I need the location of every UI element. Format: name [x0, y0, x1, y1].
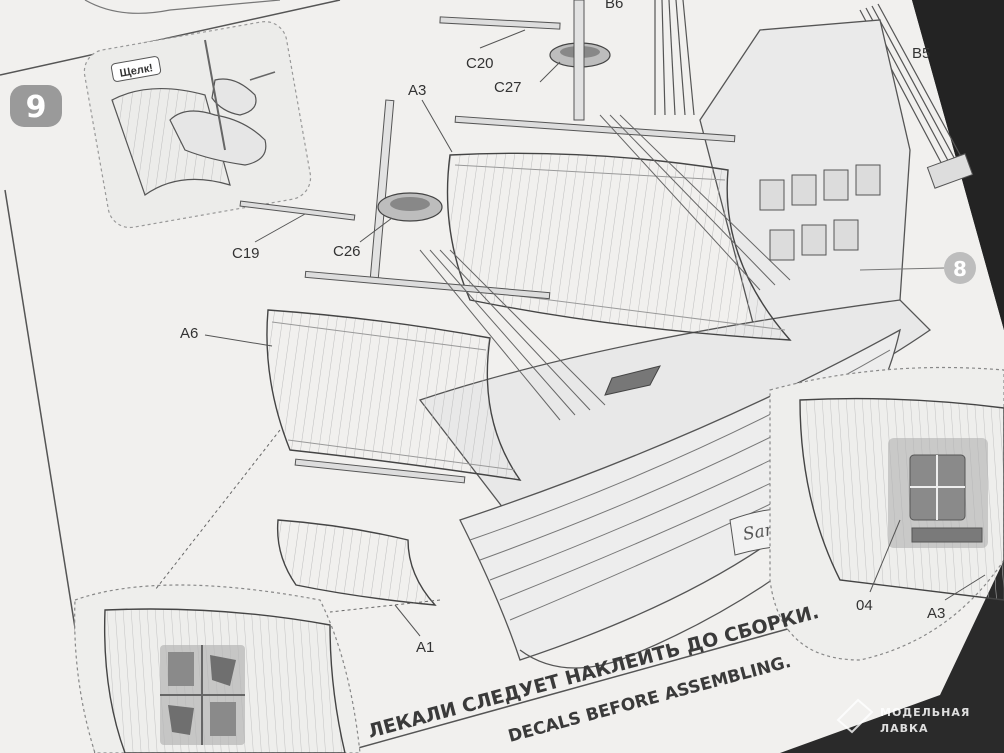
leader-a3-inset [944, 574, 986, 601]
label-decal-04: 04 [856, 597, 873, 614]
svg-text:МОДЕЛЬНАЯ: МОДЕЛЬНАЯ [880, 706, 970, 719]
leader-a1 [394, 604, 421, 637]
leader-a6 [204, 334, 273, 347]
leader-c26 [359, 217, 393, 243]
rigging-fore [419, 114, 791, 421]
label-a3-inset: A3 [927, 605, 945, 622]
rigging-shrouds-top [654, 0, 695, 116]
watermark-logo: МОДЕЛЬНАЯ ЛАВКА [836, 698, 970, 735]
step-badge-8: 8 [859, 252, 976, 284]
label-b6: B6 [605, 0, 623, 12]
previous-step-fragment [84, 0, 281, 14]
deadeye-plank-b5 [926, 153, 974, 189]
label-a3-top: A3 [408, 82, 426, 99]
step-frame-bottom [339, 619, 821, 753]
label-c20: C20 [466, 55, 494, 72]
leader-decal-04 [869, 519, 901, 593]
label-a1: A1 [416, 639, 434, 656]
label-c27: C27 [494, 79, 522, 96]
fighting-top-c26 [377, 192, 443, 222]
castle-lion-decal [160, 645, 245, 745]
label-a6: A6 [180, 325, 198, 342]
hand-inset-panel: Щелк! [83, 21, 312, 229]
main-mast [573, 0, 585, 121]
label-c26: C26 [333, 243, 361, 260]
sail-a6-fore [266, 270, 551, 481]
decal-inset-right [769, 366, 1004, 661]
svg-text:ЛАВКА: ЛАВКА [880, 722, 929, 735]
inset-leader-left [154, 429, 281, 591]
yard-c20 [439, 16, 561, 49]
step-badge-9: 9 [10, 85, 62, 127]
label-c19: C19 [232, 245, 260, 262]
stern-gallery [759, 164, 881, 261]
coat-of-arms-decal [888, 438, 988, 548]
svg-text:Щелк!: Щелк! [119, 62, 154, 80]
yard-c19 [239, 200, 356, 221]
sail-a1-sprit [276, 458, 466, 606]
inset-leader-bottom [329, 599, 441, 613]
leader-a3 [421, 99, 453, 153]
decal-inset-left [74, 584, 361, 753]
svg-text:8: 8 [953, 257, 967, 281]
svg-text:9: 9 [26, 90, 47, 125]
leader-c19 [254, 213, 306, 243]
label-b5: B5 [912, 45, 930, 62]
